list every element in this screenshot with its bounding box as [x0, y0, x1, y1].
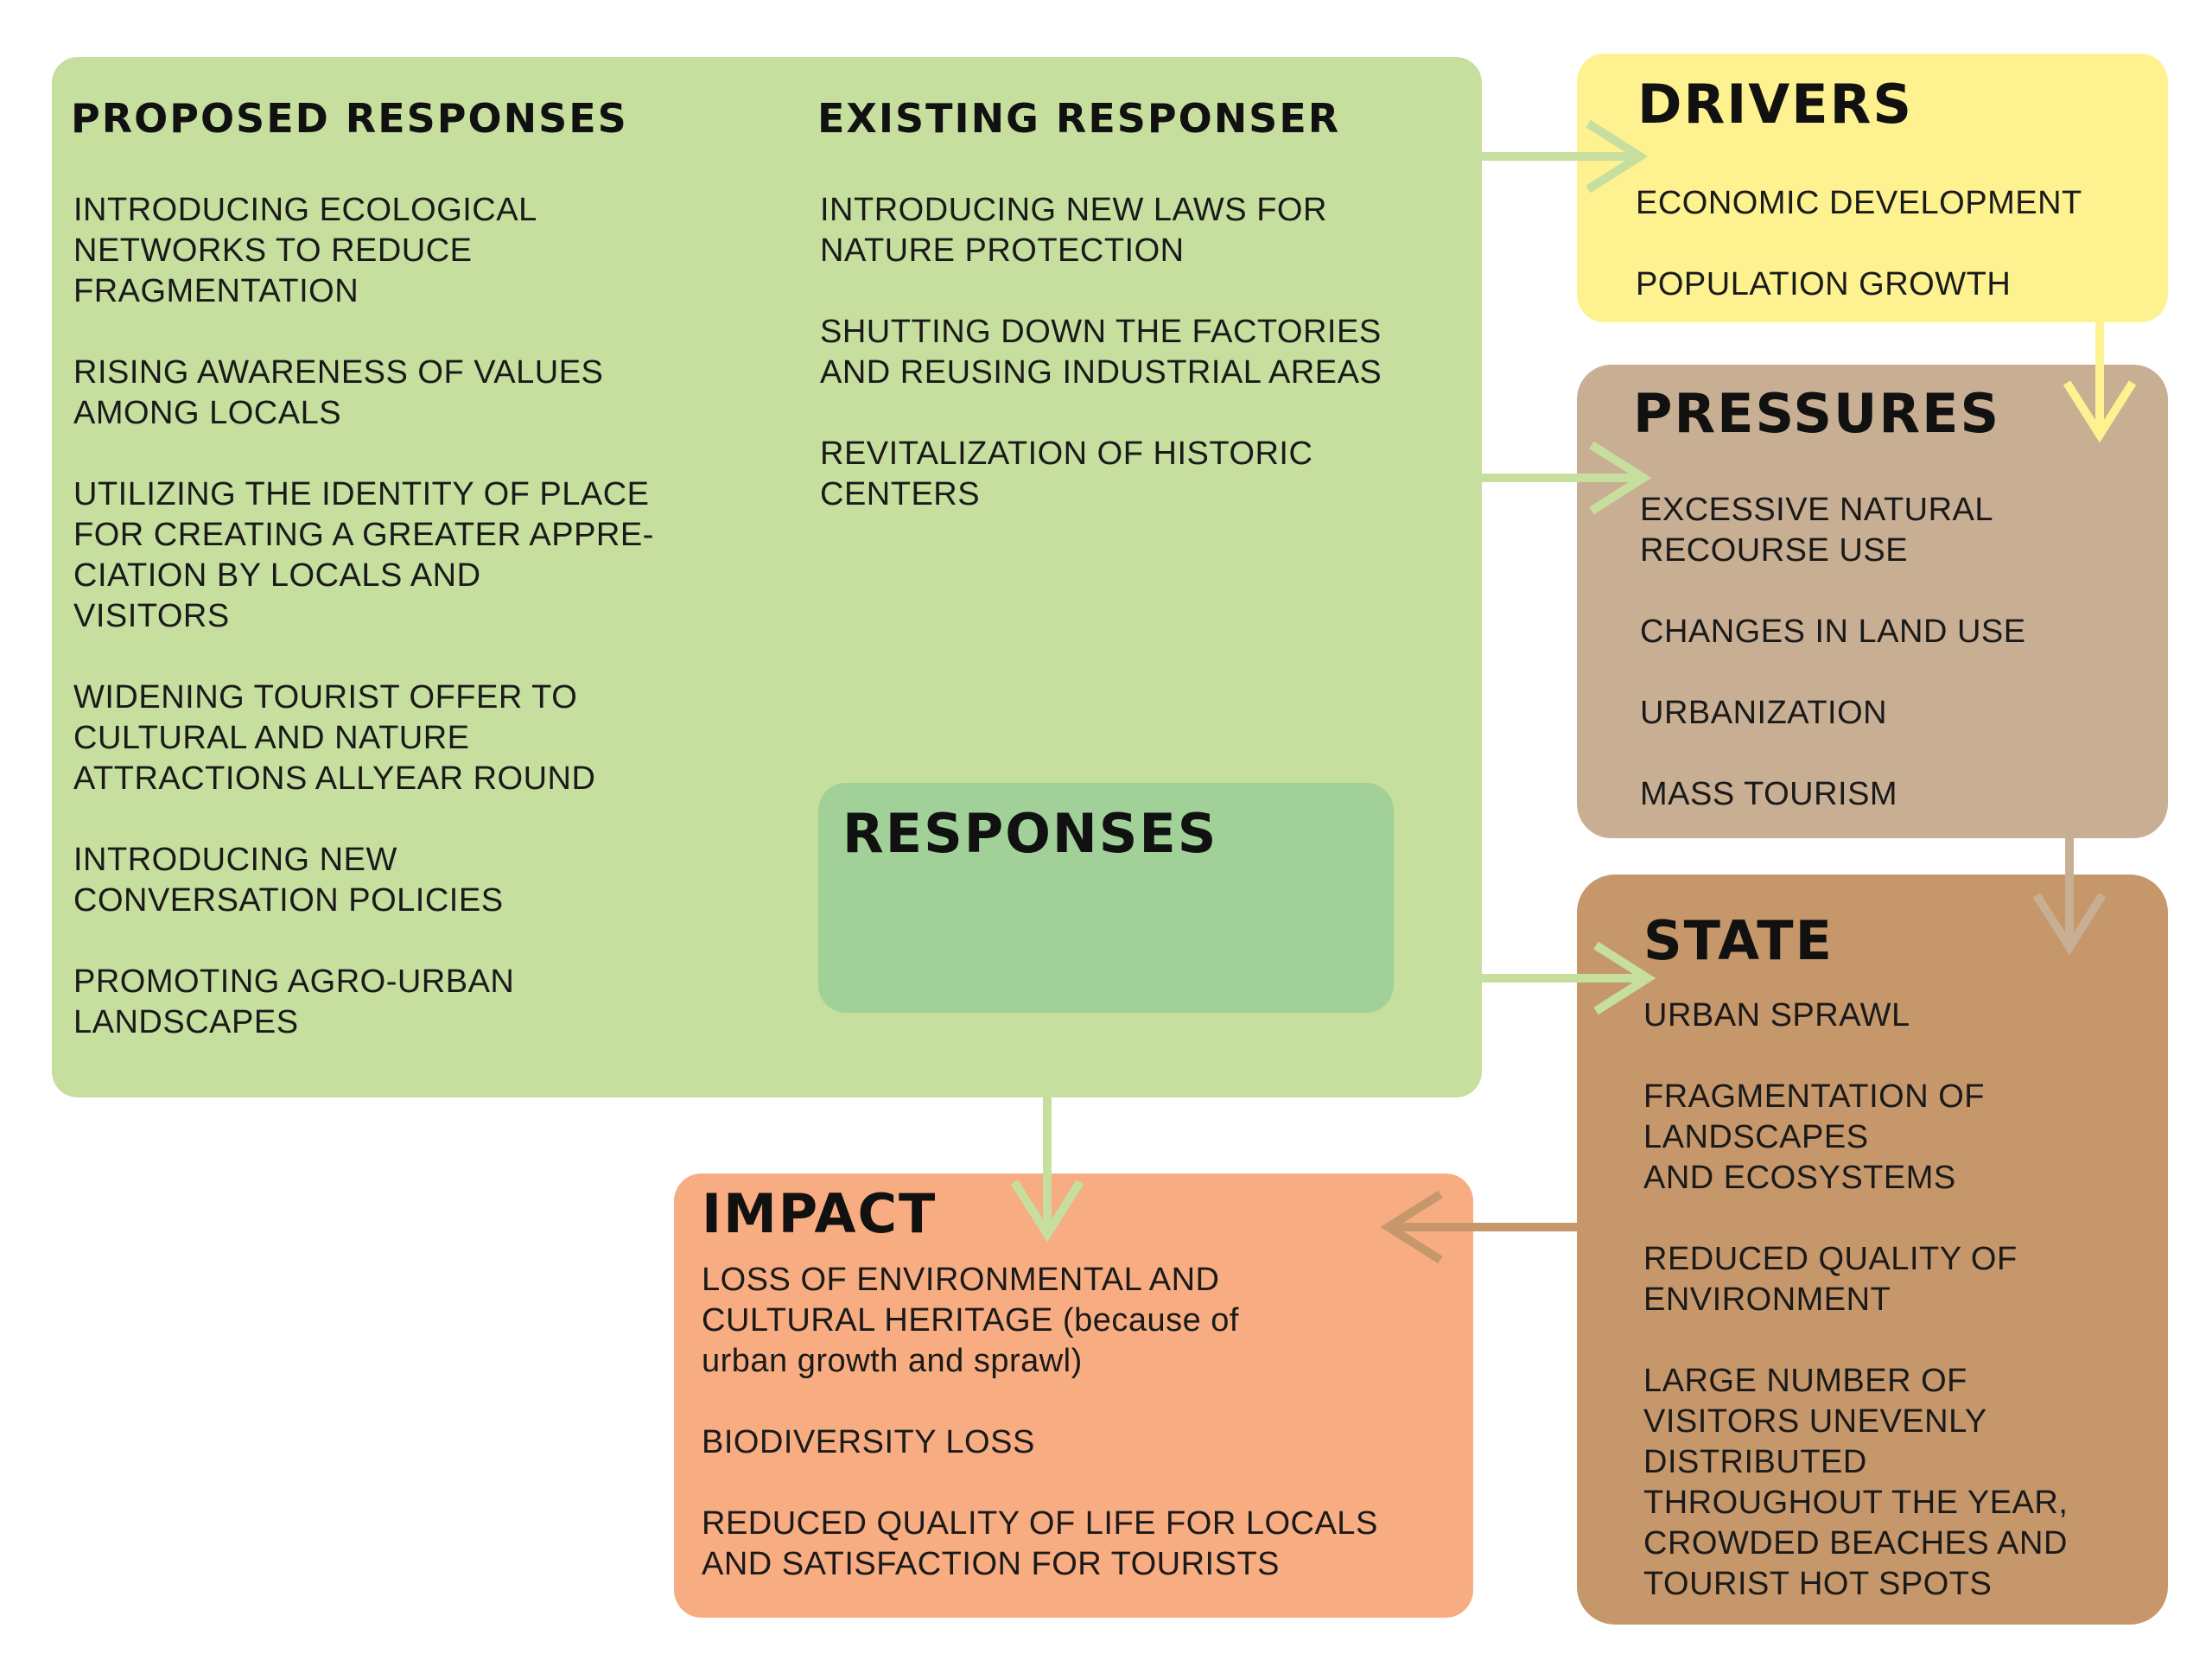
- drivers-list: ECONOMIC DEVELOPMENT POPULATION GROWTH: [1636, 183, 2082, 346]
- state-title: STATE: [1643, 909, 1834, 972]
- proposed-response-item: INTRODUCING ECOLOGICAL NETWORKS TO REDUC…: [73, 192, 537, 309]
- pressure-item: URBANIZATION: [1640, 695, 1888, 731]
- impact-item: LOSS OF ENVIRONMENTAL AND CULTURAL HERIT…: [702, 1262, 1239, 1379]
- drivers-box: DRIVERS ECONOMIC DEVELOPMENT POPULATION …: [1577, 54, 2168, 322]
- responses-box: PROPOSED RESPONSES INTRODUCING ECOLOGICA…: [52, 57, 1482, 1097]
- pressures-list: EXCESSIVE NATURAL RECOURSE USE CHANGES I…: [1640, 490, 2158, 855]
- proposed-response-item: WIDENING TOURIST OFFER TO CULTURAL AND N…: [73, 679, 596, 797]
- driver-item: POPULATION GROWTH: [1636, 266, 2012, 302]
- pressures-title: PRESSURES: [1633, 382, 2001, 445]
- driver-item: ECONOMIC DEVELOPMENT: [1636, 185, 2082, 221]
- responses-label-box: RESPONSES: [818, 783, 1394, 1013]
- existing-responses-heading: EXISTING RESPONSER: [817, 95, 1341, 142]
- state-item: URBAN SPRAWL: [1643, 997, 1910, 1034]
- proposed-response-item: UTILIZING THE IDENTITY OF PLACE FOR CREA…: [73, 476, 654, 634]
- responses-title: RESPONSES: [842, 802, 1218, 865]
- proposed-response-item: PROMOTING AGRO-URBAN LANDSCAPES: [73, 964, 515, 1040]
- pressure-item: CHANGES IN LAND USE: [1640, 614, 2026, 650]
- drivers-title: DRIVERS: [1637, 73, 1914, 136]
- state-item: FRAGMENTATION OF LANDSCAPES AND ECOSYSTE…: [1643, 1078, 1986, 1196]
- existing-response-item: REVITALIZATION OF HISTORIC CENTERS: [820, 436, 1313, 512]
- state-list: URBAN SPRAWL FRAGMENTATION OF LANDSCAPES…: [1643, 995, 2162, 1645]
- impact-box: IMPACT LOSS OF ENVIRONMENTAL AND CULTURA…: [674, 1173, 1473, 1618]
- pressure-item: EXCESSIVE NATURAL RECOURSE USE: [1640, 492, 1994, 569]
- existing-response-item: INTRODUCING NEW LAWS FOR NATURE PROTECTI…: [820, 192, 1327, 269]
- proposed-responses-list: INTRODUCING ECOLOGICAL NETWORKS TO REDUC…: [73, 190, 782, 1084]
- impact-item: REDUCED QUALITY OF LIFE FOR LOCALS AND S…: [702, 1505, 1378, 1582]
- impact-title: IMPACT: [702, 1182, 938, 1245]
- existing-response-item: SHUTTING DOWN THE FACTORIES AND REUSING …: [820, 314, 1382, 391]
- pressures-box: PRESSURES EXCESSIVE NATURAL RECOURSE USE…: [1577, 365, 2168, 838]
- state-box: STATE URBAN SPRAWL FRAGMENTATION OF LAND…: [1577, 875, 2168, 1625]
- pressure-item: MASS TOURISM: [1640, 776, 1898, 812]
- proposed-response-item: INTRODUCING NEW CONVERSATION POLICIES: [73, 842, 504, 919]
- proposed-responses-heading: PROPOSED RESPONSES: [71, 95, 628, 142]
- existing-responses-list: INTRODUCING NEW LAWS FOR NATURE PROTECTI…: [820, 190, 1477, 556]
- proposed-response-item: RISING AWARENESS OF VALUES AMONG LOCALS: [73, 354, 604, 431]
- impact-list: LOSS OF ENVIRONMENTAL AND CULTURAL HERIT…: [702, 1260, 1462, 1625]
- state-item: LARGE NUMBER OF VISITORS UNEVENLY DISTRI…: [1643, 1363, 2069, 1602]
- impact-item: BIODIVERSITY LOSS: [702, 1424, 1035, 1460]
- state-item: REDUCED QUALITY OF ENVIRONMENT: [1643, 1241, 2018, 1318]
